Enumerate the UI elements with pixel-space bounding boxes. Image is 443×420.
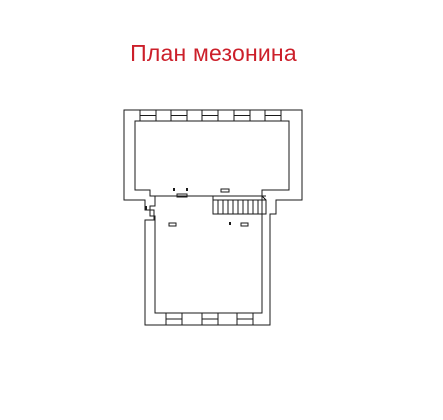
bottom-windows	[165, 312, 254, 326]
staircase	[212, 195, 267, 215]
column	[186, 188, 188, 191]
column	[229, 222, 231, 225]
top-windows	[139, 109, 282, 122]
plan-title: План мезонина	[130, 40, 297, 66]
inner-wall	[134, 120, 290, 314]
wall-opening	[220, 188, 230, 193]
outer-wall	[123, 109, 303, 326]
fixture	[168, 222, 177, 227]
columns	[145, 188, 231, 225]
wall-opening	[176, 193, 188, 198]
fixture	[240, 222, 249, 227]
column	[173, 188, 175, 191]
column	[145, 206, 147, 210]
